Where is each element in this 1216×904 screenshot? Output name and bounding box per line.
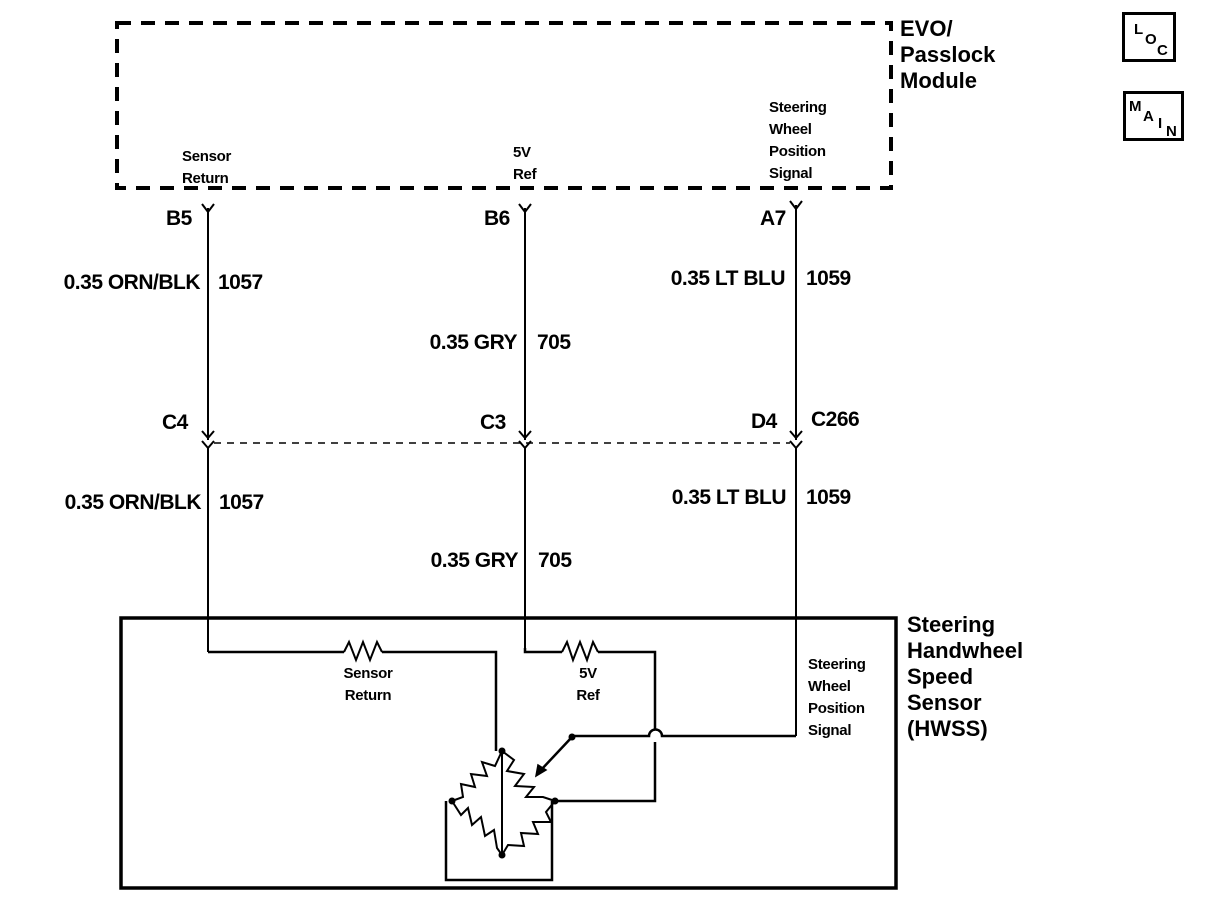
loc-badge-letter-l: L bbox=[1134, 21, 1144, 38]
loc-badge-button[interactable]: L O C bbox=[1122, 12, 1176, 62]
wire-1059-upper-color: 0.35 LT BLU bbox=[670, 267, 786, 290]
five-v-ref-path bbox=[523, 648, 562, 654]
sensor-return-resistor bbox=[343, 639, 383, 663]
module-outline bbox=[115, 21, 893, 190]
module-name: EVO/ Passlock Module bbox=[900, 16, 996, 93]
wire-1057-upper-number: 1057 bbox=[218, 271, 263, 294]
bridge-node-top bbox=[498, 747, 506, 755]
wire-705-upper-color: 0.35 GRY bbox=[429, 331, 518, 354]
connector-pin-c4: C4 bbox=[162, 411, 188, 434]
bridge-node-bottom bbox=[498, 851, 506, 859]
wiper-arrow-head bbox=[534, 763, 548, 778]
bridge-resistor-lower-right bbox=[501, 800, 556, 856]
sensor-label-sensor-return: Sensor Return bbox=[343, 665, 393, 704]
bridge-resistor-upper-right bbox=[501, 750, 556, 802]
wire-1059-upper-number: 1059 bbox=[806, 267, 851, 290]
sensor-outline bbox=[119, 616, 898, 890]
main-badge-letter-m: M bbox=[1129, 98, 1142, 115]
wire-1057-lower-color: 0.35 ORN/BLK bbox=[64, 491, 202, 514]
bridge-resistor-lower-left bbox=[451, 800, 503, 856]
pin-b5-symbol bbox=[201, 203, 215, 214]
pin-label-b6: B6 bbox=[484, 207, 510, 230]
wire-1059-lower-number: 1059 bbox=[806, 486, 851, 509]
sensor-label-position-signal: Steering Wheel Position Signal bbox=[808, 656, 866, 739]
wiper-node bbox=[568, 733, 576, 741]
wire-705-upper-number: 705 bbox=[537, 331, 571, 354]
c266-c4-female bbox=[201, 440, 215, 450]
main-badge-letter-n: N bbox=[1166, 123, 1177, 140]
wire-705-lower-color: 0.35 GRY bbox=[430, 549, 519, 572]
connector-pin-c3: C3 bbox=[480, 411, 506, 434]
c266-c4-male bbox=[201, 430, 215, 440]
c266-c3-female bbox=[518, 440, 532, 450]
loc-badge-letter-c: C bbox=[1157, 42, 1168, 59]
sensor-label-5v-ref: 5V Ref bbox=[576, 665, 600, 704]
c266-c3-male bbox=[518, 430, 532, 440]
module-label-position-signal: Steering Wheel Position Signal bbox=[769, 99, 827, 182]
loc-badge-letter-o: O bbox=[1145, 31, 1157, 48]
main-badge-letter-a: A bbox=[1143, 108, 1154, 125]
wiper-arrow-line bbox=[540, 736, 573, 771]
c266-d4-male bbox=[789, 430, 803, 440]
wire-705-lower-number: 705 bbox=[538, 549, 572, 572]
pin-b6-symbol bbox=[518, 203, 532, 214]
sensor-name: Steering Handwheel Speed Sensor (HWSS) bbox=[907, 612, 1024, 741]
c266-d4-female bbox=[789, 440, 803, 450]
pin-a7-symbol bbox=[789, 200, 803, 211]
five-v-ref-resistor bbox=[561, 639, 599, 663]
position-signal-path bbox=[572, 728, 796, 738]
connector-name: C266 bbox=[811, 408, 860, 431]
module-label-5v-ref: 5V Ref bbox=[513, 144, 537, 183]
pin-label-a7: A7 bbox=[760, 207, 786, 230]
module-label-sensor-return: Sensor Return bbox=[182, 148, 232, 187]
bridge-node-right bbox=[551, 797, 559, 805]
pin-label-b5: B5 bbox=[166, 207, 192, 230]
bridge-bottom-loop bbox=[444, 801, 554, 882]
five-v-ref-path-2 bbox=[555, 650, 657, 803]
sensor-return-path-2 bbox=[382, 650, 498, 751]
main-badge-letter-i: I bbox=[1158, 115, 1163, 132]
main-badge-button[interactable]: M A I N bbox=[1123, 91, 1184, 141]
wire-1057-upper-color: 0.35 ORN/BLK bbox=[63, 271, 201, 294]
connector-pin-d4: D4 bbox=[751, 410, 777, 433]
wire-1057-lower-number: 1057 bbox=[219, 491, 264, 514]
bridge-resistor-upper-left bbox=[451, 750, 503, 802]
wire-1059-lower-color: 0.35 LT BLU bbox=[671, 486, 787, 509]
bridge-node-left bbox=[448, 797, 456, 805]
